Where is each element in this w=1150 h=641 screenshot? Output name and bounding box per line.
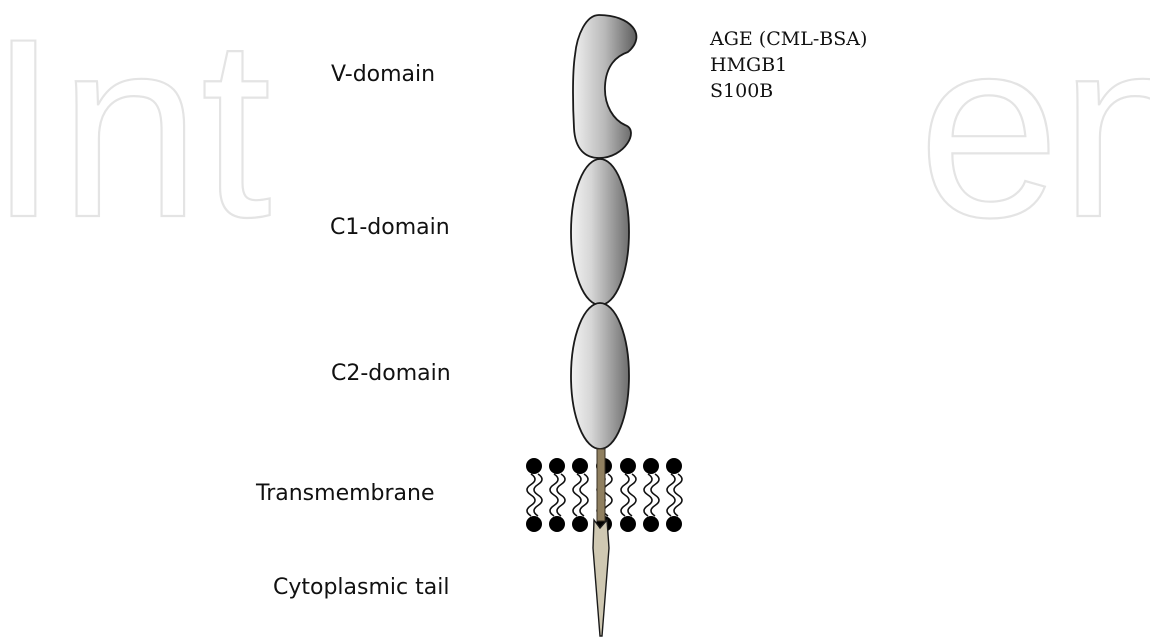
ligand-item: S100B [710, 78, 867, 104]
ligand-item: HMGB1 [710, 52, 867, 78]
watermark-left-text: Int [0, 0, 272, 271]
label-v-domain: V-domain [331, 64, 435, 86]
c1-domain-shape [571, 159, 629, 305]
lipid-head [526, 516, 542, 532]
lipid-head [572, 458, 588, 474]
lipid-head [643, 458, 659, 474]
lipid-head [549, 458, 565, 474]
lipid-head [620, 516, 636, 532]
lipid-head [572, 516, 588, 532]
lipid-head [549, 516, 565, 532]
label-c2-domain: C2-domain [331, 363, 451, 385]
label-cytoplasmic-tail: Cytoplasmic tail [273, 577, 449, 599]
lipid-head [620, 458, 636, 474]
watermark-right-text: en [918, 0, 1150, 271]
label-transmembrane: Transmembrane [256, 483, 435, 505]
label-c1-domain: C1-domain [330, 217, 450, 239]
ligand-item: AGE (CML-BSA) [710, 26, 867, 52]
lipid-head [666, 516, 682, 532]
v-domain-shape [573, 15, 636, 158]
c2-domain-shape [571, 303, 629, 449]
cytoplasmic-tail-shape [593, 520, 609, 636]
lipid-head [526, 458, 542, 474]
lipid-head [643, 516, 659, 532]
ligand-list: AGE (CML-BSA) HMGB1 S100B [710, 26, 867, 104]
lipid-head [666, 458, 682, 474]
transmembrane-helix [597, 449, 605, 521]
